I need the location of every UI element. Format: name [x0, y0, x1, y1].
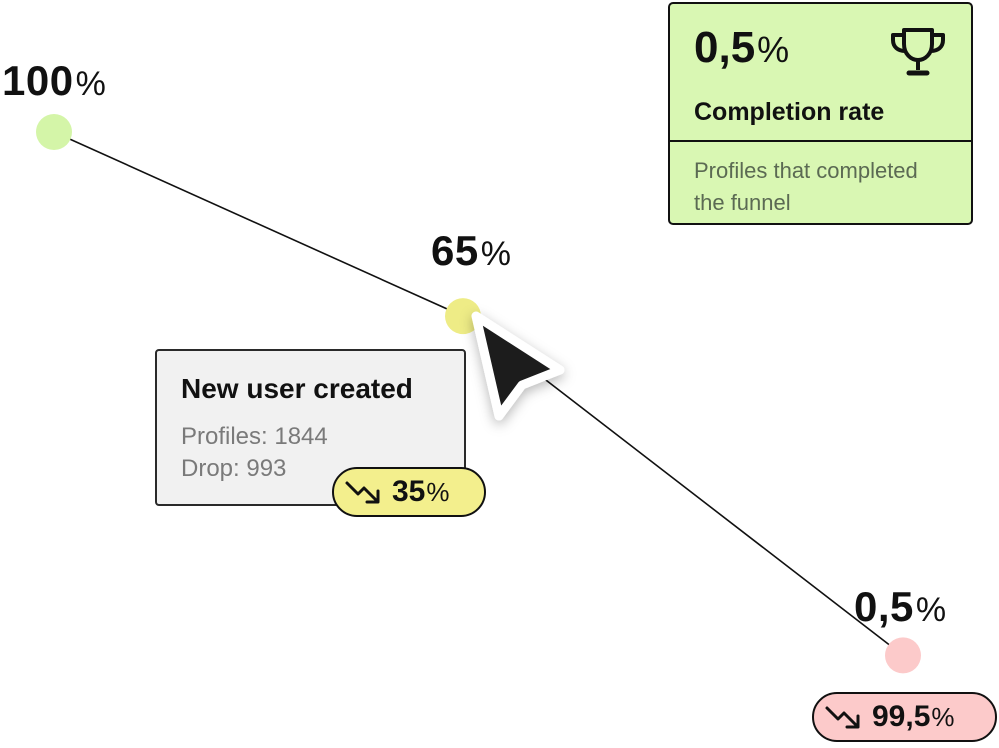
- point-label-start: 100%: [2, 60, 106, 102]
- drop-badge-step-2: 35%: [332, 467, 486, 517]
- point-label-end-unit: %: [915, 591, 947, 629]
- tooltip-profiles: Profiles: 1844: [181, 423, 328, 450]
- card-divider: [670, 140, 971, 142]
- completion-rate-value: 0,5%: [694, 26, 789, 70]
- point-label-middle-value: 65: [431, 227, 479, 274]
- cursor-arrow-icon: [471, 311, 565, 421]
- trending-down-icon: [825, 706, 860, 729]
- drop-badge-step-3: 99,5%: [812, 692, 997, 742]
- point-label-start-value: 100: [2, 57, 74, 104]
- point-label-end: 0,5%: [854, 586, 947, 628]
- completion-rate-title: Completion rate: [694, 98, 885, 126]
- tooltip-title: New user created: [181, 373, 413, 404]
- point-label-middle: 65%: [431, 230, 511, 272]
- completion-rate-card: 0,5% Completion rate Profiles that compl…: [668, 2, 973, 225]
- data-point-middle[interactable]: [445, 298, 481, 335]
- data-point-end[interactable]: [885, 637, 921, 674]
- tooltip-drop: Drop: 993: [181, 455, 287, 482]
- point-label-start-unit: %: [75, 65, 107, 103]
- completion-rate-description: Profiles that completed the funnel: [694, 158, 918, 215]
- trending-down-icon: [345, 481, 380, 504]
- point-label-middle-unit: %: [480, 235, 512, 273]
- drop-badge-step-2-unit: %: [426, 476, 450, 507]
- drop-badge-step-2-value: 35: [392, 475, 426, 508]
- completion-rate-unit: %: [757, 29, 790, 70]
- trophy-icon: [891, 28, 945, 76]
- data-point-start[interactable]: [36, 114, 72, 150]
- completion-rate-number: 0,5: [694, 23, 756, 72]
- drop-badge-step-3-value: 99,5: [872, 700, 931, 733]
- point-label-end-value: 0,5: [854, 583, 914, 630]
- drop-badge-step-3-unit: %: [931, 701, 955, 732]
